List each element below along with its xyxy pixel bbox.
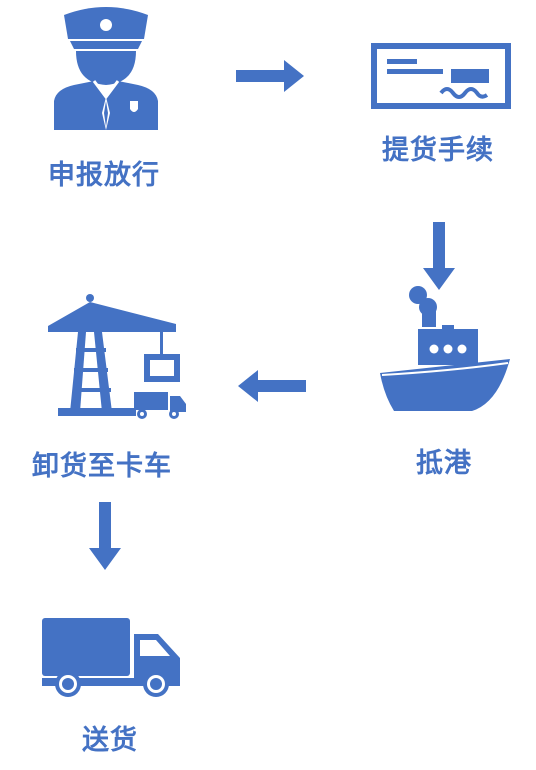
ship-icon — [380, 286, 510, 411]
step-label-port: 抵港 — [416, 448, 472, 479]
delivery-truck-icon — [42, 618, 180, 697]
arrow-right-icon — [236, 60, 304, 92]
police-officer-icon — [54, 7, 158, 130]
step-label-customs: 申报放行 — [48, 160, 160, 191]
arrow-down-icon — [423, 222, 455, 290]
step-label-pickup: 提货手续 — [382, 135, 494, 166]
step-label-deliver: 送货 — [82, 725, 138, 756]
arrow-down-icon — [89, 502, 121, 570]
crane-truck-icon — [48, 294, 186, 419]
cheque-icon — [371, 43, 511, 109]
arrow-left-icon — [238, 370, 306, 402]
step-label-unload: 卸货至卡车 — [32, 451, 172, 482]
